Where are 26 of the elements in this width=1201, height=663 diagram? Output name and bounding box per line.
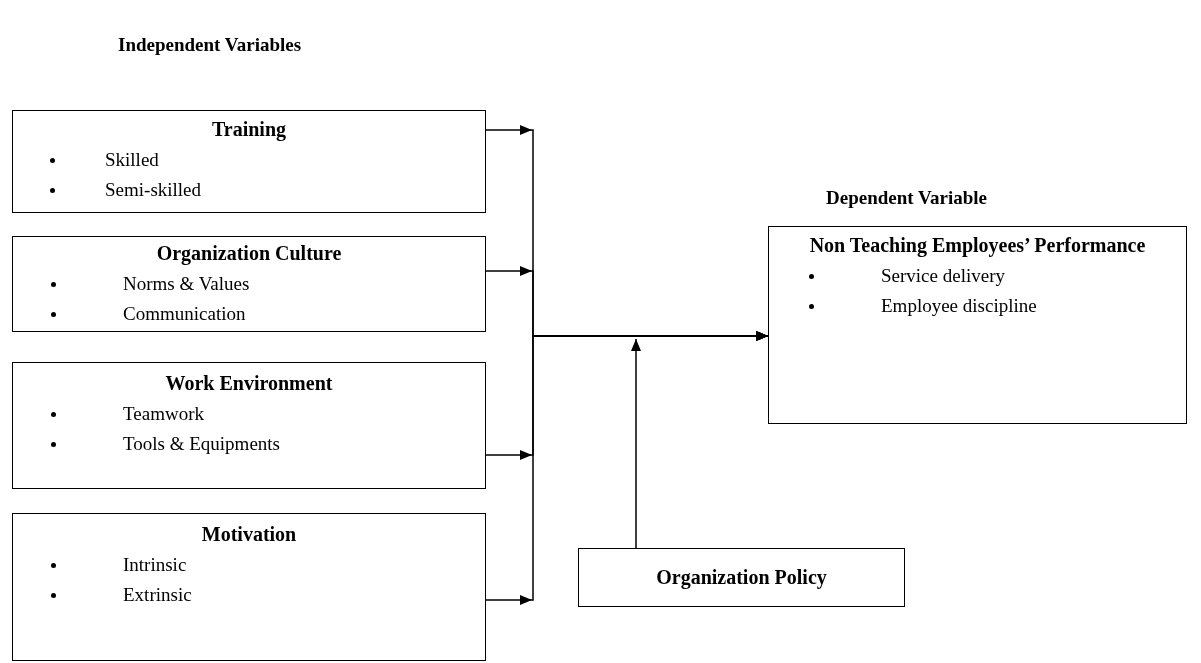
- bullet-item: Service delivery: [881, 264, 1006, 288]
- bullet-item: Teamwork: [123, 402, 205, 426]
- box-heading: Organization Culture: [155, 241, 343, 265]
- box-heading: Non Teaching Employees’ Performance: [808, 233, 1147, 257]
- variable-box: [12, 236, 486, 332]
- arrow: [485, 331, 769, 605]
- bullet-item: Semi-skilled: [105, 178, 203, 203]
- bullet-item: Employee discipline: [881, 294, 1038, 319]
- variable-box: [12, 513, 486, 661]
- box-heading: Motivation: [200, 522, 298, 546]
- bullet-item: Skilled: [105, 148, 160, 172]
- variable-box: [768, 226, 1187, 424]
- variable-box: [12, 362, 486, 489]
- bullet-item: Extrinsic: [123, 583, 193, 608]
- variable-box: [578, 548, 905, 607]
- variable-box: [12, 110, 486, 213]
- bullet-item: Tools & Equipments: [123, 432, 281, 457]
- bullet-item: Communication: [123, 302, 247, 327]
- bullet-item: Norms & Values: [123, 272, 251, 296]
- bullet-item: Intrinsic: [123, 553, 188, 577]
- section-heading: Dependent Variable: [826, 187, 987, 209]
- section-heading: Independent Variables: [118, 34, 302, 56]
- box-heading: Organization Policy: [655, 565, 828, 589]
- arrow: [631, 338, 641, 549]
- box-heading: Training: [210, 117, 288, 141]
- box-heading: Work Environment: [164, 371, 334, 395]
